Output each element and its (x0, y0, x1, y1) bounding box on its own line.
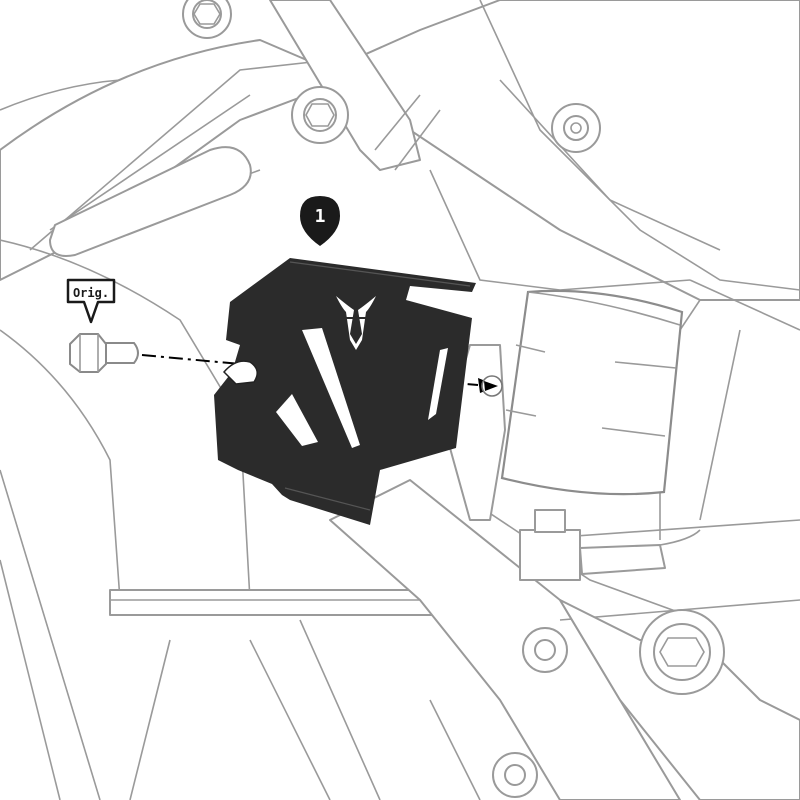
frame-bolt-lower-mid (522, 627, 568, 673)
swmotech-bull-logo (336, 296, 376, 350)
bolt-icon (69, 333, 139, 373)
frame-bolt-top-left (182, 0, 232, 39)
brake-fluid-reservoir (500, 289, 684, 496)
original-part-tag-icon: Orig. (66, 278, 116, 324)
frame-bolt-lower-right (639, 609, 725, 695)
brake-reservoir-guard (214, 258, 476, 525)
frame-bolt-right (551, 103, 601, 153)
brake-line-fitting (519, 509, 701, 581)
original-part-label: Orig. (73, 286, 109, 300)
step-number: 1 (315, 206, 326, 227)
step-number-pin-icon: 1 (300, 196, 340, 246)
frame-bolt-upper (291, 86, 349, 144)
frame-bolt-bottom (492, 752, 538, 798)
